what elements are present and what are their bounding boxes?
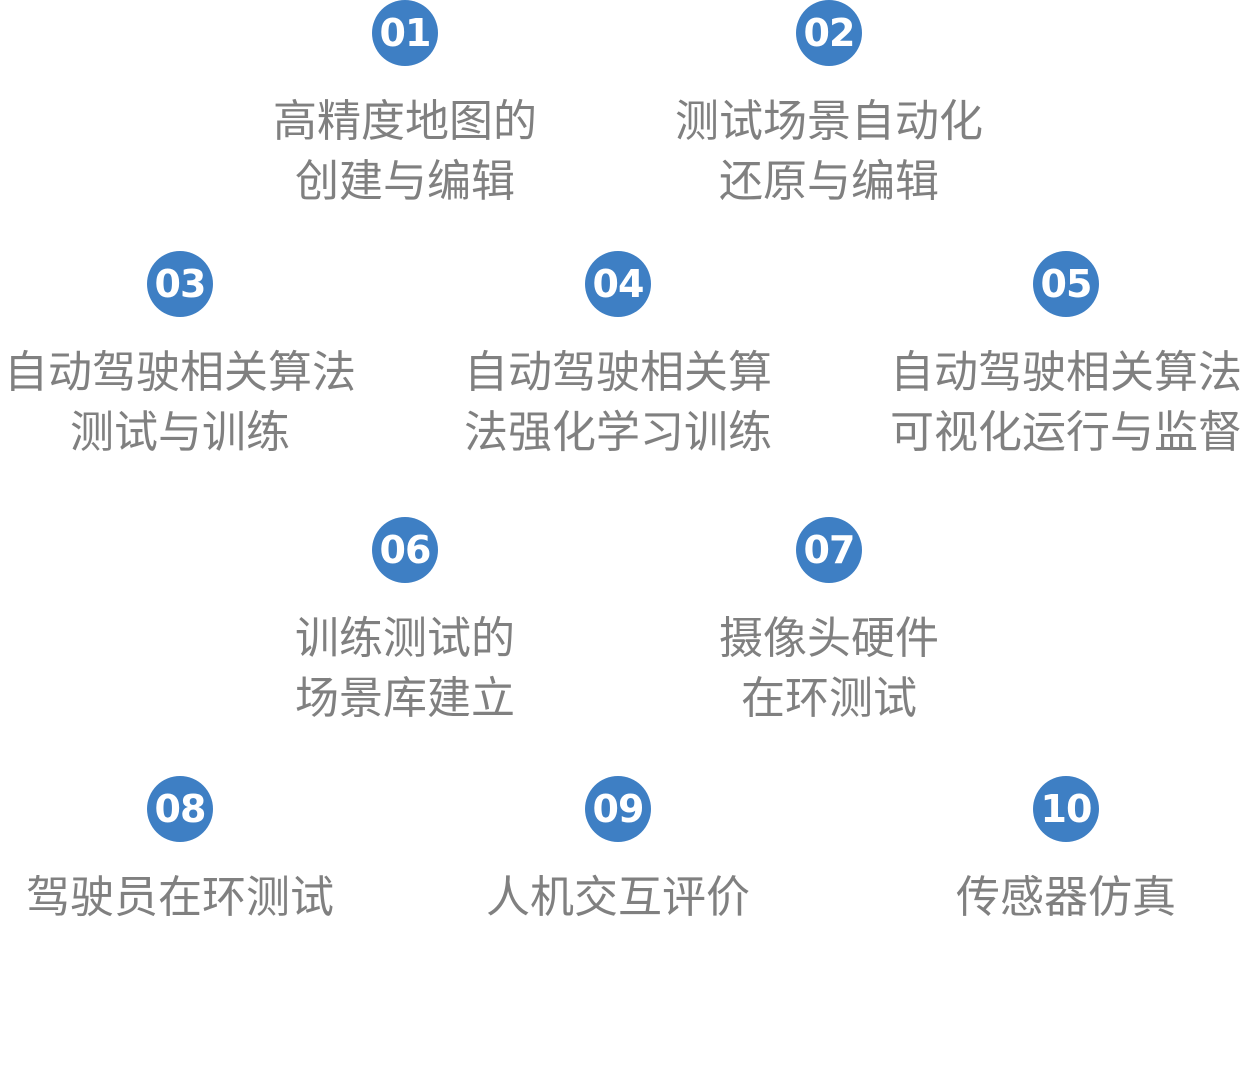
feature-label-line: 高精度地图的 <box>273 96 537 147</box>
feature-item-08: 08 驾驶员在环测试 <box>0 776 370 928</box>
number-badge: 01 <box>372 0 438 66</box>
number-badge: 06 <box>372 517 438 583</box>
feature-label-line: 在环测试 <box>741 673 917 724</box>
number-badge: 02 <box>796 0 862 66</box>
feature-label: 传感器仿真 <box>956 868 1176 928</box>
feature-item-10: 10 传感器仿真 <box>876 776 1247 928</box>
feature-label-line: 摄像头硬件 <box>719 613 939 664</box>
number-badge: 05 <box>1033 251 1099 317</box>
feature-item-03: 03 自动驾驶相关算法 测试与训练 <box>0 251 370 463</box>
feature-label-line: 驾驶员在环测试 <box>26 872 334 923</box>
feature-label-line: 人机交互评价 <box>486 872 750 923</box>
feature-label-line: 测试场景自动化 <box>675 96 983 147</box>
feature-item-04: 04 自动驾驶相关算 法强化学习训练 <box>428 251 808 463</box>
feature-label: 自动驾驶相关算法 测试与训练 <box>4 343 356 463</box>
feature-label-line: 测试与训练 <box>70 407 290 458</box>
feature-label-line: 自动驾驶相关算法 <box>890 347 1242 398</box>
feature-label: 驾驶员在环测试 <box>26 868 334 928</box>
feature-label-line: 训练测试的 <box>295 613 515 664</box>
number-badge: 04 <box>585 251 651 317</box>
feature-label: 自动驾驶相关算法 可视化运行与监督 <box>890 343 1242 463</box>
number-badge: 07 <box>796 517 862 583</box>
feature-item-09: 09 人机交互评价 <box>428 776 808 928</box>
feature-label: 人机交互评价 <box>486 868 750 928</box>
feature-label: 摄像头硬件 在环测试 <box>719 609 939 729</box>
feature-label: 测试场景自动化 还原与编辑 <box>675 92 983 212</box>
feature-label-line: 场景库建立 <box>295 673 515 724</box>
feature-item-02: 02 测试场景自动化 还原与编辑 <box>639 0 1019 212</box>
number-badge: 10 <box>1033 776 1099 842</box>
feature-item-05: 05 自动驾驶相关算法 可视化运行与监督 <box>876 251 1247 463</box>
feature-item-07: 07 摄像头硬件 在环测试 <box>639 517 1019 729</box>
feature-label-line: 自动驾驶相关算法 <box>4 347 356 398</box>
feature-label: 训练测试的 场景库建立 <box>295 609 515 729</box>
number-badge: 08 <box>147 776 213 842</box>
feature-item-06: 06 训练测试的 场景库建立 <box>215 517 595 729</box>
feature-item-01: 01 高精度地图的 创建与编辑 <box>215 0 595 212</box>
feature-label-line: 创建与编辑 <box>295 156 515 207</box>
number-badge: 09 <box>585 776 651 842</box>
number-badge: 03 <box>147 251 213 317</box>
feature-label: 自动驾驶相关算 法强化学习训练 <box>464 343 772 463</box>
feature-label-line: 法强化学习训练 <box>464 407 772 458</box>
feature-label-line: 可视化运行与监督 <box>890 407 1242 458</box>
feature-label-line: 还原与编辑 <box>719 156 939 207</box>
feature-label: 高精度地图的 创建与编辑 <box>273 92 537 212</box>
feature-label-line: 自动驾驶相关算 <box>464 347 772 398</box>
feature-label-line: 传感器仿真 <box>956 872 1176 923</box>
